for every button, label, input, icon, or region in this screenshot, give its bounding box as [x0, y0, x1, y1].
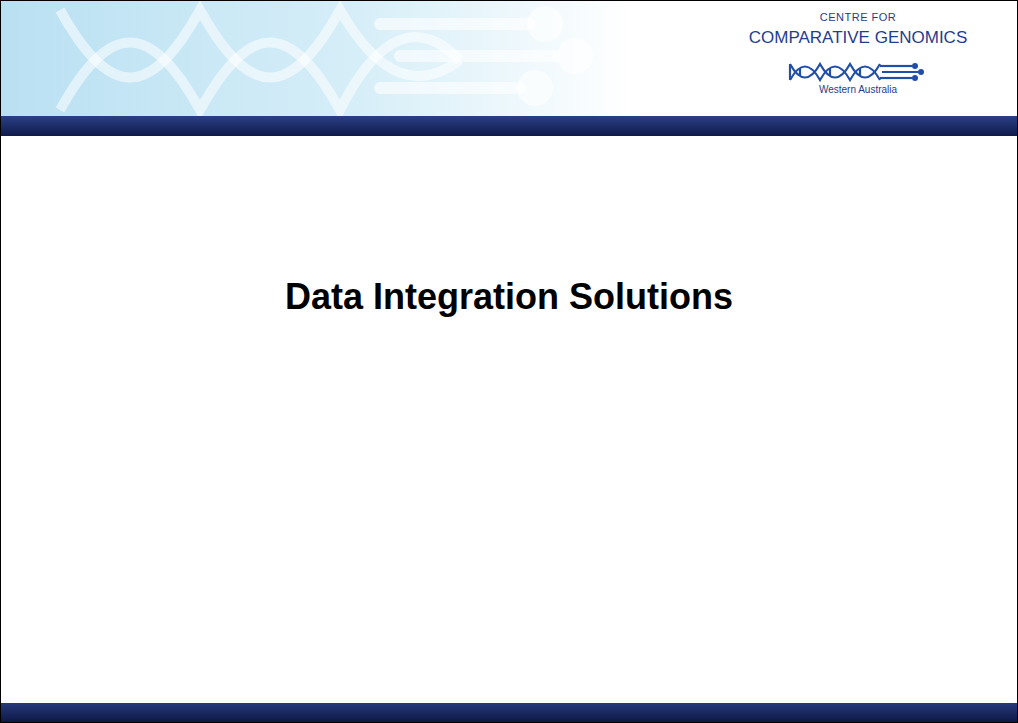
logo-caption: CENTRE FOR — [738, 11, 978, 23]
header-banner — [0, 0, 1018, 116]
slide-title: Data Integration Solutions — [0, 276, 1018, 318]
footer-band — [0, 703, 1018, 723]
logo-dots — [912, 63, 924, 81]
logo-region: Western Australia — [738, 84, 978, 95]
banner-circuit — [380, 6, 593, 106]
header-band — [0, 116, 1018, 136]
logo-name: COMPARATIVE GENOMICS — [738, 28, 978, 48]
logo-helix — [790, 64, 918, 80]
